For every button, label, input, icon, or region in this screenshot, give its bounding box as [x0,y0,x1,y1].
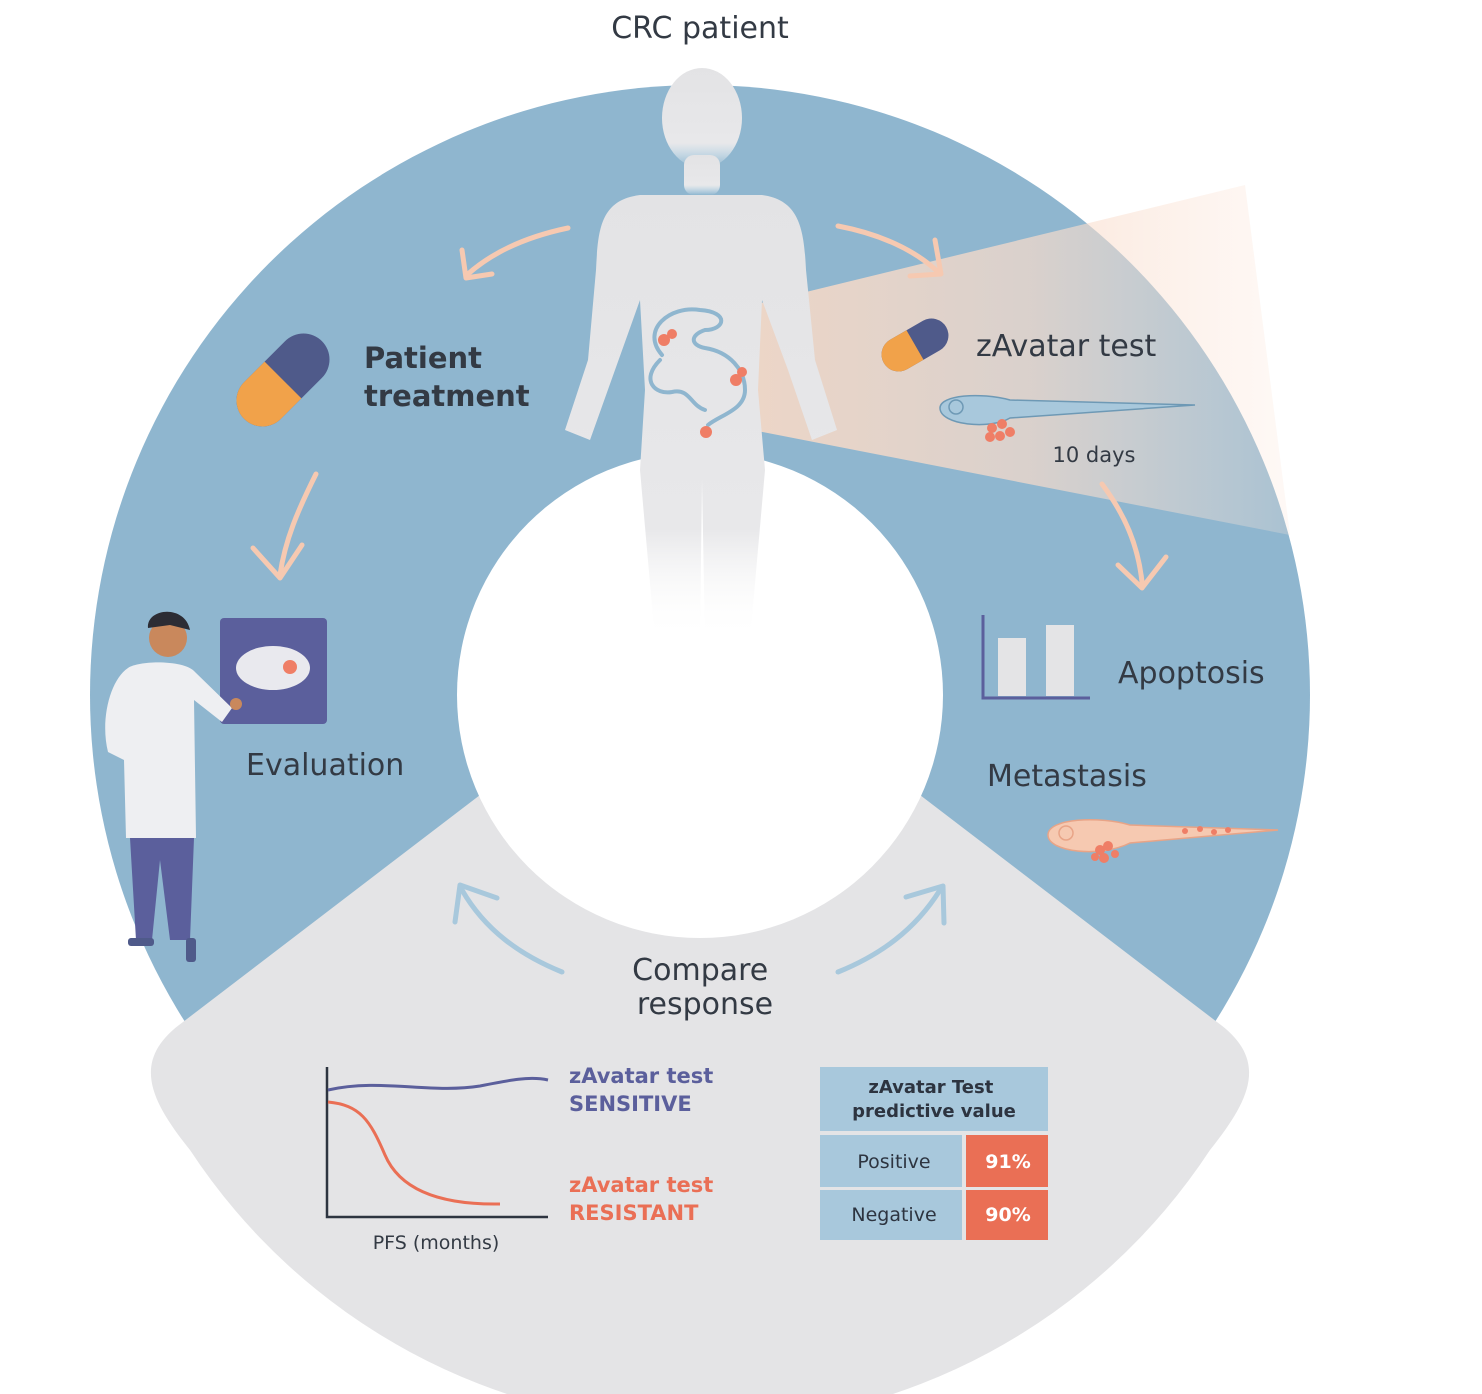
diagram-title: CRC patient [611,11,789,46]
colon-icon [648,307,748,427]
apoptosis-label: Apoptosis [1118,656,1265,691]
arrowhead-icon [452,882,500,925]
doctor-figure-icon [105,611,242,962]
table-row-value: 90% [985,1204,1030,1226]
compare-arrow-right-icon [835,887,943,975]
arrowhead-icon [250,542,305,581]
tumor-cluster-icon [658,329,747,438]
arrow-to-treatment-icon [465,225,571,277]
arrow-to-results-icon [1099,481,1145,585]
compare-response-sector [150,795,1250,1394]
sensitive-curve [327,1076,549,1092]
ring-center [457,452,943,938]
zavatar-capsule-icon [881,318,949,372]
table-row-value: 91% [985,1151,1030,1173]
predictive-value-table: zAvatar Test predictive value Positive 9… [820,1067,1048,1240]
metastasis-label: Metastasis [987,759,1147,794]
pfs-plot: PFS (months) [325,1067,549,1254]
compare-response-label: Compare response [632,953,778,1022]
bar-chart-icon [981,615,1090,700]
table-row-label: Negative [851,1204,936,1226]
pfs-xlabel: PFS (months) [373,1232,500,1254]
pfs-axes [325,1067,548,1219]
resistant-legend: zAvatar test RESISTANT [569,1173,721,1225]
arrowhead-icon [907,237,944,279]
arrowhead-icon [903,883,947,926]
table-header: zAvatar Test predictive value [852,1077,1016,1122]
compare-arrow-left-icon [459,887,565,975]
zavatar-beam [650,185,1290,535]
sensitive-legend: zAvatar test SENSITIVE [569,1064,721,1116]
evaluation-label: Evaluation [246,748,404,783]
resistant-curve [327,1100,501,1206]
duration-label: 10 days [1053,443,1136,467]
zebrafish-larva-icon [939,394,1196,442]
scan-screen-icon [220,618,327,724]
patient-body-icon [565,68,837,640]
table-row-label: Positive [857,1151,930,1173]
treatment-capsule-icon [236,333,330,427]
metastasis-larva-icon [1047,818,1279,863]
arrowhead-icon [459,247,495,281]
arrowhead-icon [1115,554,1169,591]
arrow-to-evaluation-icon [277,471,319,578]
zavatar-test-label: zAvatar test [976,329,1157,364]
arrow-to-zavatar-icon [835,223,941,275]
patient-treatment-label: Patient treatment [364,341,530,413]
